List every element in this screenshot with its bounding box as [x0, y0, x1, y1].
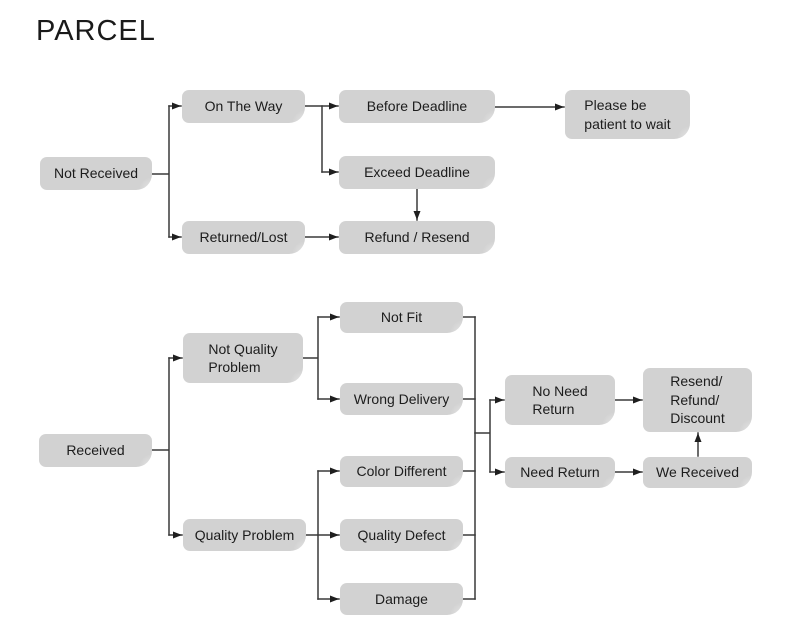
- node-refund-resend: Refund / Resend: [339, 221, 495, 254]
- edge-on-the-way-bracket: [304, 105, 323, 173]
- node-not-quality-problem: Not Quality Problem: [183, 333, 303, 383]
- node-wrong-delivery: Wrong Delivery: [340, 383, 463, 415]
- node-exceed-deadline: Exceed Deadline: [339, 156, 495, 189]
- node-please-wait: Please be patient to wait: [565, 90, 690, 139]
- node-we-received: We Received: [643, 457, 752, 488]
- page-title: PARCEL: [36, 15, 156, 47]
- node-returned-lost: Returned/Lost: [182, 221, 305, 254]
- node-color-different: Color Different: [340, 456, 463, 487]
- edge-received-bracket: [151, 357, 170, 536]
- edge-not-received-bracket: [151, 105, 170, 238]
- node-quality-defect: Quality Defect: [340, 519, 463, 551]
- edge-not-quality-bracket: [302, 316, 319, 400]
- node-on-the-way: On The Way: [182, 90, 305, 123]
- node-not-received: Not Received: [40, 157, 152, 190]
- node-not-fit: Not Fit: [340, 302, 463, 333]
- node-resend-refund-discount: Resend/ Refund/ Discount: [643, 368, 752, 432]
- edge-quality-bracket: [305, 470, 319, 600]
- node-no-need-return: No Need Return: [505, 375, 615, 425]
- node-received: Received: [39, 434, 152, 467]
- node-before-deadline: Before Deadline: [339, 90, 495, 123]
- node-quality-problem: Quality Problem: [183, 519, 306, 551]
- node-damage: Damage: [340, 583, 463, 615]
- edge-return-bracket: [474, 399, 491, 473]
- node-need-return: Need Return: [505, 457, 615, 488]
